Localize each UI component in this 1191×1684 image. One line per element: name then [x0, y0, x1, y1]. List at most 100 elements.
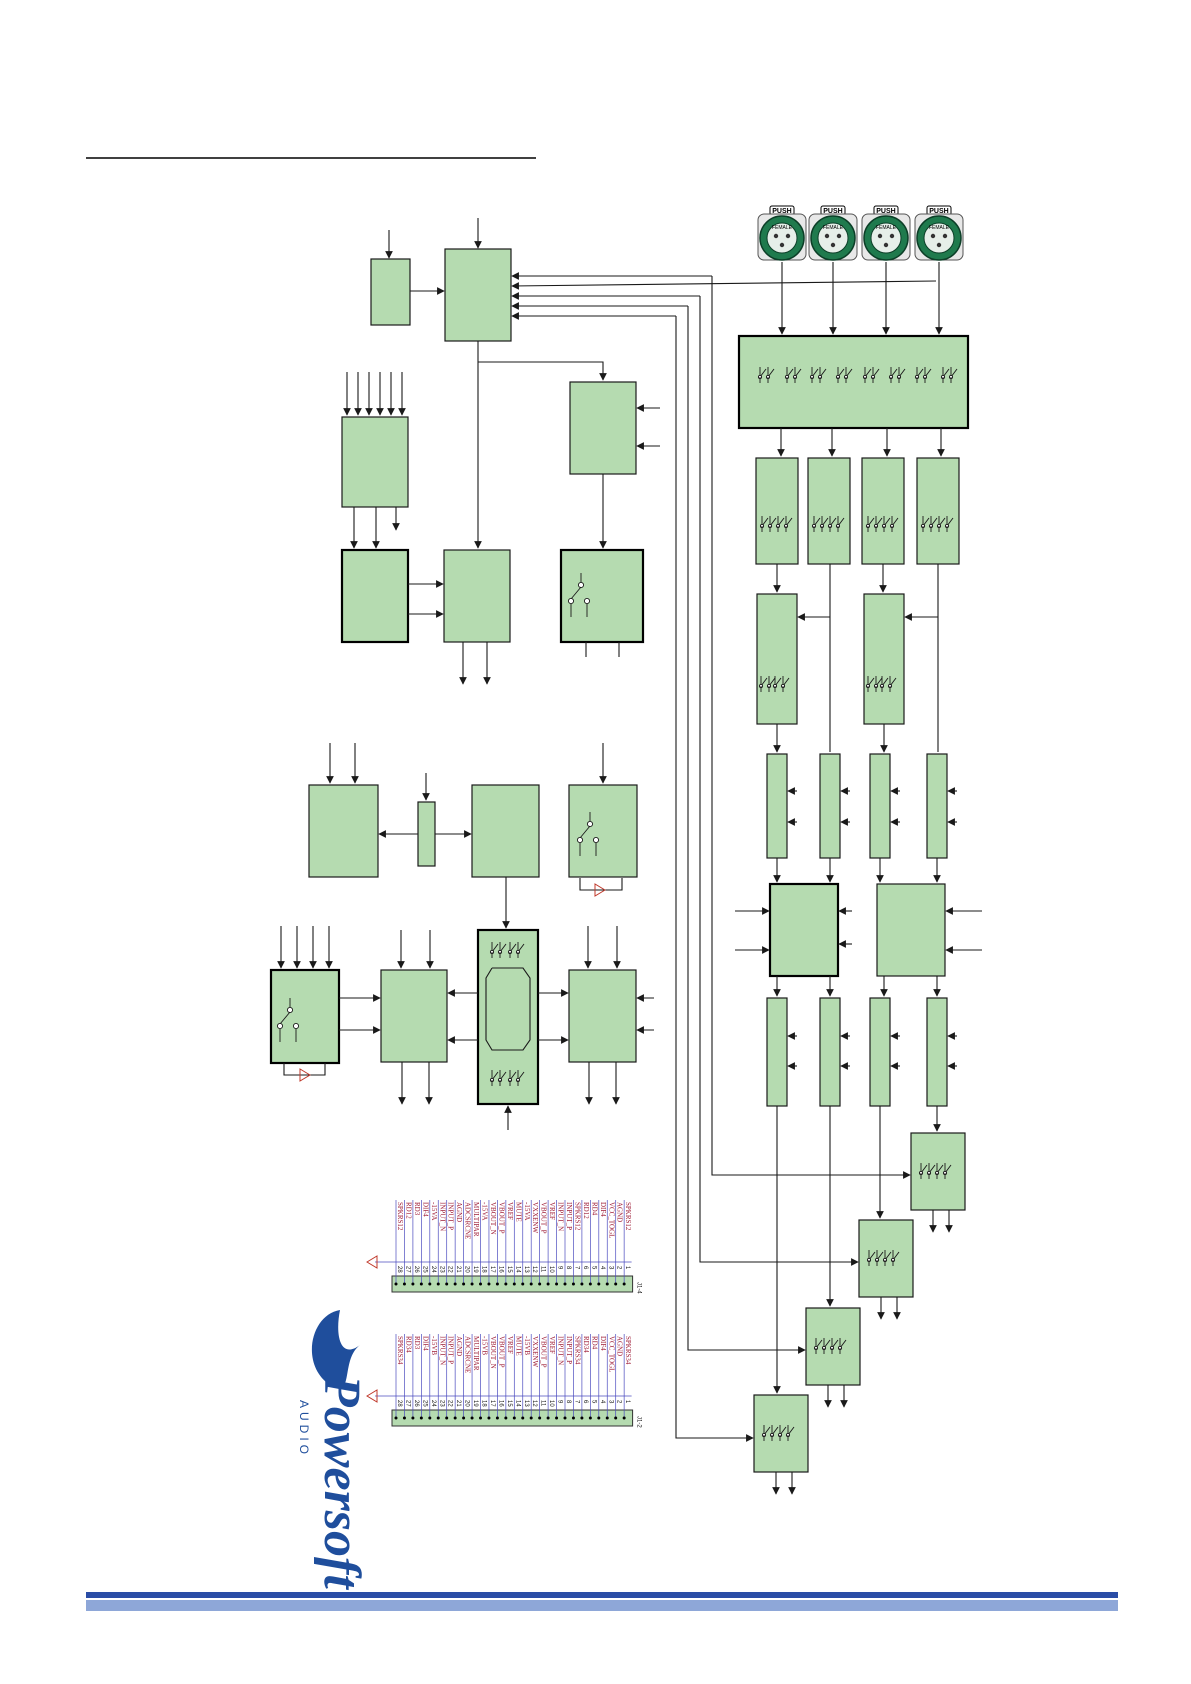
pin-number: 19	[472, 1400, 478, 1407]
relay-contact-icon	[777, 1425, 795, 1441]
pin-dot	[597, 1282, 601, 1286]
logo-sub-text: AUDIO	[297, 1400, 311, 1458]
pin-number: 27	[404, 1266, 410, 1273]
pin-label: VBOUT_P	[540, 1336, 548, 1368]
pin-number: 21	[455, 1266, 461, 1273]
pin-number: 9	[557, 1400, 563, 1404]
ground-symbol-icon	[366, 1389, 378, 1403]
stage3-block	[766, 753, 788, 859]
pin-number: 1	[624, 1400, 630, 1404]
dsp-block-a	[768, 882, 840, 978]
pin-header-1: J1-4SPKRS1228RD1227RD326DIF425-15VA24INP…	[366, 1200, 642, 1294]
push-label: PUSH	[929, 208, 948, 215]
pin-label: INPUT_P	[565, 1336, 573, 1364]
pin-number: 20	[464, 1400, 470, 1407]
pin-number: 7	[573, 1400, 579, 1404]
pin-dot	[504, 1282, 508, 1286]
logo-brand-text: Powersoft	[313, 1374, 370, 1590]
pin-dot	[563, 1282, 567, 1286]
pin-number: 21	[455, 1400, 461, 1407]
pin-label: -15VA	[481, 1202, 489, 1221]
pin-label: VBOUT_P	[497, 1202, 505, 1234]
pin-label: RD4	[590, 1336, 598, 1350]
pin-number: 10	[548, 1400, 554, 1407]
pin-dot	[436, 1416, 440, 1420]
stage1-block	[807, 457, 851, 565]
block-mid-left	[308, 784, 379, 878]
pin-label: -15VB	[481, 1336, 489, 1355]
stage1-block	[861, 457, 905, 565]
pin-number: 26	[413, 1400, 419, 1407]
left-upper-cluster	[340, 218, 937, 685]
relay-contact-icon	[879, 676, 897, 692]
pin-dot	[512, 1416, 516, 1420]
pin-label: AGND	[455, 1202, 463, 1222]
stage3-block	[926, 753, 948, 859]
pin-number: 13	[523, 1400, 529, 1407]
pin-dot	[512, 1282, 516, 1286]
relay-contact-icon	[784, 367, 802, 383]
pin-label: RD3	[413, 1202, 421, 1216]
pin-dot	[529, 1416, 533, 1420]
relay-contact-icon	[918, 1163, 936, 1179]
pin-dot	[605, 1416, 609, 1420]
pin-dot	[614, 1282, 618, 1286]
dsp-block-b	[876, 883, 946, 977]
pin-number: 4	[599, 1400, 605, 1404]
pin-label: AGND	[616, 1336, 624, 1356]
pin-dot	[597, 1416, 601, 1420]
pin-label: SPKRS12	[573, 1202, 581, 1231]
stage4-block	[819, 997, 841, 1107]
left-lower-cluster	[269, 926, 654, 1130]
pin-dot	[605, 1282, 609, 1286]
pin-label: INPUT_P	[565, 1202, 573, 1230]
relay-contact-icon	[866, 1250, 884, 1266]
relay-return-line	[579, 878, 623, 891]
pin-label: VBOUT_P	[540, 1202, 548, 1234]
pin-label: VXXENW	[531, 1336, 539, 1367]
pin-dot	[521, 1282, 525, 1286]
pin-label: VXXENW	[531, 1202, 539, 1233]
pin-label: VREF	[506, 1202, 514, 1220]
relay-contact-icon	[881, 516, 899, 532]
pin-dot	[479, 1416, 482, 1420]
pin-dot	[529, 1282, 533, 1286]
pin-number: 11	[540, 1266, 546, 1273]
pin-number: 12	[531, 1266, 537, 1273]
pin-label: RD12	[404, 1202, 412, 1219]
pin-label: -15VB	[523, 1336, 531, 1355]
pin-number: 25	[421, 1266, 427, 1273]
relay-contact-icon	[920, 516, 938, 532]
pin-dot	[428, 1282, 432, 1286]
stage4-block	[869, 997, 891, 1107]
xlr-label: FEMALE	[772, 225, 793, 231]
pin-label: INPUT_N	[557, 1336, 565, 1365]
block-mid-center	[471, 784, 540, 878]
pin-dot	[462, 1282, 466, 1286]
pin-label: SPKRS34	[573, 1336, 581, 1365]
block-input-switch-board	[737, 334, 970, 430]
pin-number: 28	[396, 1400, 402, 1407]
relay-switch-icon	[576, 812, 600, 856]
pin-label: MUTE	[514, 1336, 522, 1356]
pin-label: INPUT_P	[447, 1202, 455, 1230]
relay-contact-icon	[865, 676, 883, 692]
pin-label: RD34	[582, 1336, 590, 1353]
pin-label: MULTIPAR	[472, 1336, 480, 1371]
block-lower-left-b	[443, 549, 511, 643]
pin-number: 18	[481, 1400, 487, 1407]
pin-number: 8	[565, 1400, 571, 1404]
relay-contact-icon	[759, 516, 777, 532]
relay-contact-icon	[835, 367, 853, 383]
pin-number: 23	[438, 1266, 444, 1273]
pin-dot	[580, 1282, 584, 1286]
pin-label: -15VA	[430, 1202, 438, 1221]
relay-contact-icon	[882, 1250, 900, 1266]
pin-label: ADCSRCNE	[464, 1336, 472, 1373]
push-label: PUSH	[876, 208, 895, 215]
pin-number: 6	[582, 1400, 588, 1404]
